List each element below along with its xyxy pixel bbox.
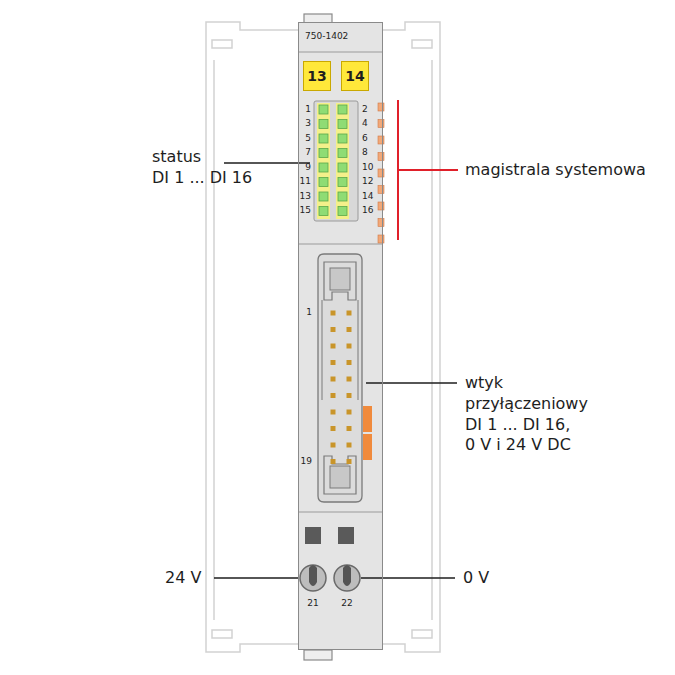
led-number: 11 bbox=[300, 177, 311, 187]
connector-socket bbox=[318, 254, 372, 502]
pin-number: 19 bbox=[301, 457, 312, 467]
connector-pin bbox=[347, 360, 352, 365]
bus-contact bbox=[378, 120, 384, 128]
marker-tile: 13 bbox=[303, 61, 331, 91]
bus-contact bbox=[378, 219, 384, 227]
status-led bbox=[319, 105, 328, 114]
text-line: 0 V i 24 V DC bbox=[465, 436, 588, 457]
status-led bbox=[319, 192, 328, 201]
connector-pin bbox=[347, 410, 352, 415]
bus-contact bbox=[378, 186, 384, 194]
status-led bbox=[319, 120, 328, 129]
connector-pin bbox=[331, 443, 336, 448]
housing-body bbox=[298, 14, 383, 660]
connector-pin bbox=[347, 459, 352, 464]
terminal-number: 21 bbox=[307, 599, 318, 609]
led-number: 9 bbox=[305, 163, 311, 173]
status-led bbox=[338, 120, 347, 129]
led-number: 15 bbox=[300, 206, 311, 216]
bus-contact bbox=[378, 235, 384, 243]
callout-text: 0 V bbox=[463, 568, 489, 589]
pin-number: 1 bbox=[306, 308, 312, 318]
bus-contact bbox=[378, 202, 384, 210]
led-panel bbox=[314, 101, 358, 221]
bus-contacts bbox=[378, 103, 384, 243]
led-number: 14 bbox=[362, 192, 373, 202]
connector-pins bbox=[331, 311, 352, 465]
module-number: 750-1402 bbox=[305, 31, 348, 41]
text-line: wtyk bbox=[465, 373, 588, 394]
text-line: przyłączeniowy bbox=[465, 394, 588, 415]
led-number: 3 bbox=[305, 119, 311, 129]
connector-pin bbox=[347, 377, 352, 382]
bus-contact bbox=[378, 153, 384, 161]
rail-outline bbox=[206, 22, 440, 652]
callout-text: 24 V bbox=[165, 568, 201, 589]
connector-pin bbox=[347, 327, 352, 332]
callout-text: wtyk przyłączeniowy DI 1 ... DI 16, 0 V … bbox=[465, 373, 588, 456]
supply-terminals bbox=[300, 527, 360, 591]
bus-contact bbox=[378, 103, 384, 111]
connector-pin bbox=[331, 393, 336, 398]
led-number: 8 bbox=[362, 148, 368, 158]
status-led bbox=[319, 134, 328, 143]
led-number: 2 bbox=[362, 105, 368, 115]
status-led bbox=[338, 149, 347, 158]
status-led bbox=[338, 192, 347, 201]
connector-pin bbox=[331, 426, 336, 431]
led-number: 7 bbox=[305, 148, 311, 158]
status-led bbox=[338, 207, 347, 216]
connector-pin bbox=[331, 327, 336, 332]
bus-contact bbox=[378, 136, 384, 144]
connector-pin bbox=[331, 344, 336, 349]
status-led bbox=[338, 178, 347, 187]
status-led bbox=[319, 163, 328, 172]
status-led bbox=[338, 105, 347, 114]
status-led bbox=[319, 178, 328, 187]
status-led bbox=[319, 149, 328, 158]
connector-pin bbox=[331, 410, 336, 415]
led-number: 1 bbox=[305, 105, 311, 115]
text-line: DI 1 ... DI 16, bbox=[465, 415, 588, 436]
connector-pin bbox=[331, 360, 336, 365]
status-led bbox=[338, 163, 347, 172]
callout-text: magistrala systemowa bbox=[465, 160, 646, 181]
connector-pin bbox=[331, 311, 336, 316]
connector-pin bbox=[347, 443, 352, 448]
connector-pin bbox=[331, 377, 336, 382]
terminal-number: 22 bbox=[341, 599, 352, 609]
leader-lines bbox=[214, 163, 457, 578]
module-housing: 750-14021314 bbox=[298, 22, 383, 650]
connector-pin bbox=[331, 459, 336, 464]
led-number: 13 bbox=[300, 192, 311, 202]
connector-pin bbox=[347, 426, 352, 431]
marker-number: 14 bbox=[345, 68, 364, 84]
led-number: 6 bbox=[362, 134, 368, 144]
status-led bbox=[338, 134, 347, 143]
system-bus-bracket bbox=[398, 100, 458, 240]
marker-tile: 14 bbox=[341, 61, 369, 91]
led-number: 10 bbox=[362, 163, 373, 173]
led-number: 5 bbox=[305, 134, 311, 144]
connector-pin bbox=[347, 311, 352, 316]
connector-pin bbox=[347, 344, 352, 349]
marker-number: 13 bbox=[307, 68, 326, 84]
text-line: status bbox=[152, 147, 252, 168]
bus-contact bbox=[378, 169, 384, 177]
callout-text: status DI 1 ... DI 16 bbox=[152, 147, 252, 189]
led-number: 4 bbox=[362, 119, 368, 129]
status-led bbox=[319, 207, 328, 216]
text-line: DI 1 ... DI 16 bbox=[152, 168, 252, 189]
led-number: 16 bbox=[362, 206, 373, 216]
connector-pin bbox=[347, 393, 352, 398]
led-number: 12 bbox=[362, 177, 373, 187]
